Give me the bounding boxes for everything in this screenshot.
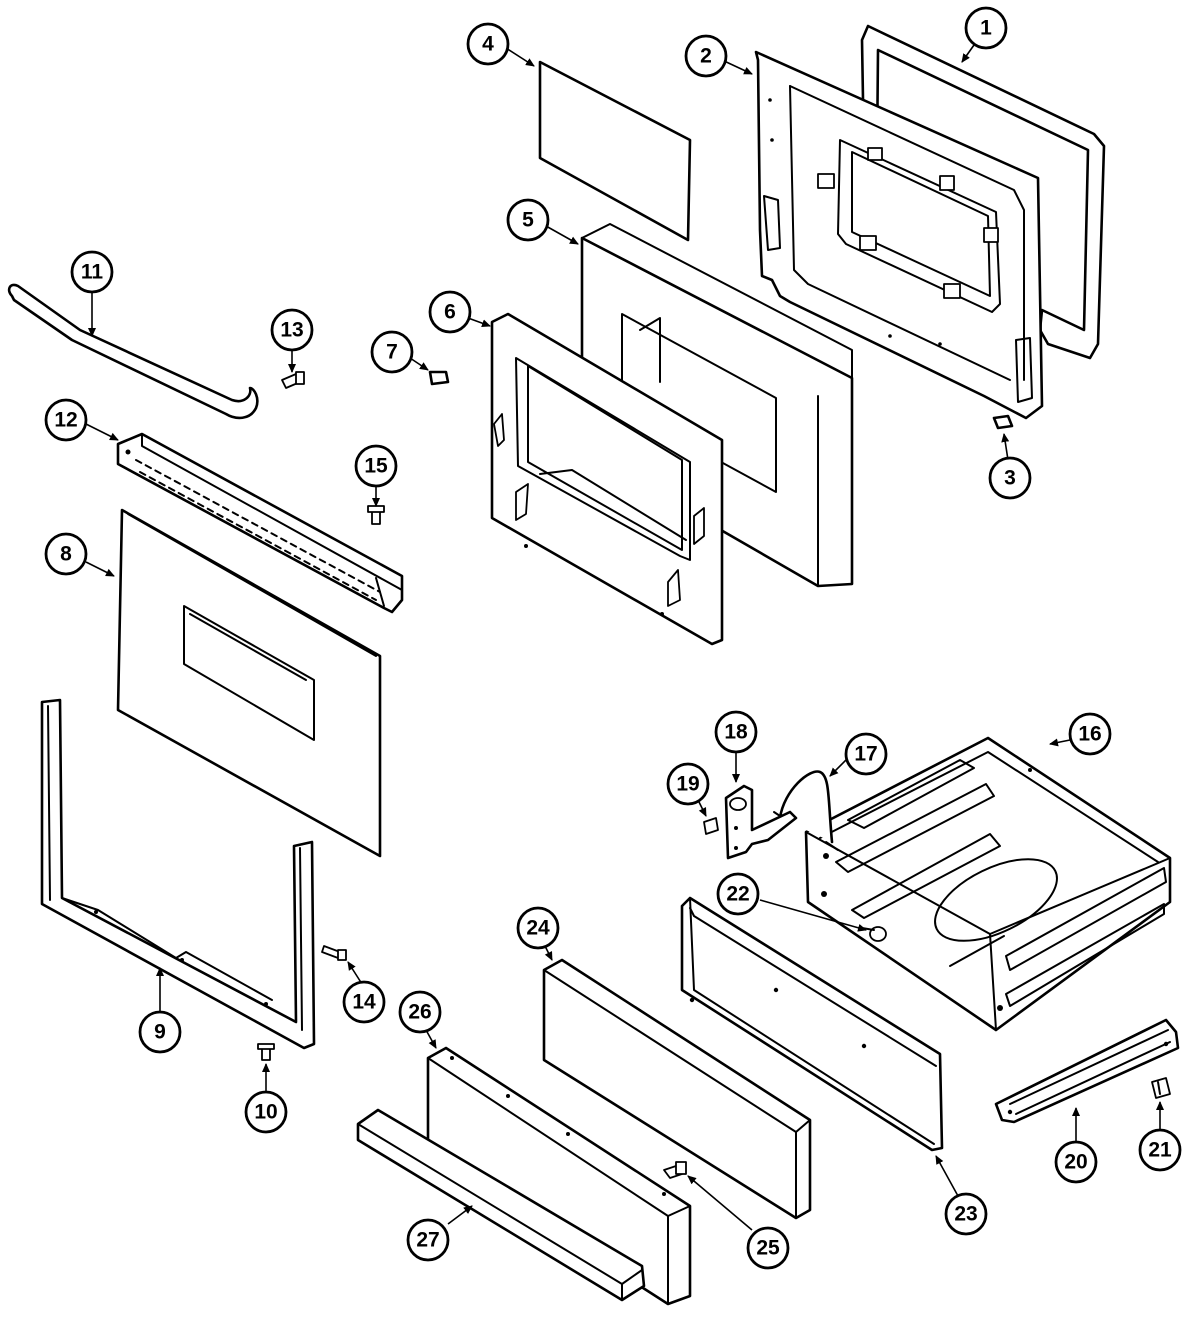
part-25-screw bbox=[663, 1161, 687, 1179]
part-12-vent-trim bbox=[116, 432, 404, 614]
part-16-storage-drawer bbox=[804, 736, 1172, 1032]
part-20-drawer-slide bbox=[994, 1018, 1180, 1124]
part-14-screw bbox=[321, 945, 347, 961]
callout-11-label: 11 bbox=[81, 261, 104, 284]
callout-16: 16 bbox=[1068, 712, 1112, 756]
part-17-wire bbox=[773, 770, 839, 851]
part-15-screw bbox=[367, 505, 385, 525]
callout-22-label: 22 bbox=[726, 883, 749, 906]
callout-12-label: 12 bbox=[54, 409, 77, 432]
callout-13-label: 13 bbox=[280, 319, 303, 342]
part-21-clip bbox=[1151, 1077, 1171, 1099]
part-3-clip bbox=[992, 414, 1014, 430]
leader-lines bbox=[85, 44, 1164, 1231]
part-22-knob bbox=[861, 926, 887, 942]
leader-6 bbox=[467, 317, 491, 328]
callout-13: 13 bbox=[270, 308, 314, 352]
part-23-drawer-panel bbox=[680, 896, 944, 1152]
callout-16-label: 16 bbox=[1078, 723, 1101, 746]
callout-24: 24 bbox=[516, 906, 560, 950]
callout-5: 5 bbox=[506, 198, 550, 242]
callout-27: 27 bbox=[406, 1218, 450, 1262]
leader-12 bbox=[85, 423, 119, 441]
callout-8: 8 bbox=[44, 532, 88, 576]
part-9-door-frame bbox=[40, 698, 316, 1050]
callout-11: 11 bbox=[70, 250, 114, 294]
callout-6: 6 bbox=[428, 290, 472, 334]
part-24-drawer-insulation bbox=[542, 958, 812, 1220]
callout-14-label: 14 bbox=[352, 991, 376, 1014]
callout-12: 12 bbox=[44, 398, 88, 442]
part-6-door-liner bbox=[490, 312, 724, 646]
leader-14 bbox=[347, 961, 363, 985]
callout-27-label: 27 bbox=[416, 1229, 439, 1252]
callout-21: 21 bbox=[1138, 1128, 1182, 1172]
callout-7: 7 bbox=[370, 330, 414, 374]
callout-8-label: 8 bbox=[60, 543, 72, 566]
part-7-clip bbox=[428, 370, 450, 386]
callout-7-label: 7 bbox=[386, 341, 398, 364]
callout-20-label: 20 bbox=[1064, 1151, 1087, 1174]
callout-4: 4 bbox=[466, 22, 510, 66]
leader-3 bbox=[1001, 433, 1010, 461]
callout-9-label: 9 bbox=[154, 1021, 166, 1044]
leader-23 bbox=[935, 1155, 959, 1197]
callout-1-label: 1 bbox=[980, 17, 992, 40]
part-4-glass-panel bbox=[538, 60, 692, 242]
callout-14: 14 bbox=[342, 980, 386, 1024]
callout-19: 19 bbox=[666, 762, 710, 806]
leader-17 bbox=[829, 759, 847, 777]
leader-22 bbox=[759, 899, 867, 932]
callout-23-label: 23 bbox=[954, 1203, 977, 1226]
callout-2: 2 bbox=[684, 34, 728, 78]
leader-16 bbox=[1049, 738, 1071, 747]
callout-6-label: 6 bbox=[444, 301, 456, 324]
callout-5-label: 5 bbox=[522, 209, 534, 232]
leader-8 bbox=[85, 561, 115, 577]
part-18-bracket bbox=[724, 784, 798, 860]
callout-3: 3 bbox=[988, 456, 1032, 500]
callout-10-label: 10 bbox=[254, 1101, 277, 1124]
callout-22: 22 bbox=[716, 872, 760, 916]
callout-2-label: 2 bbox=[700, 45, 712, 68]
callout-9: 9 bbox=[138, 1010, 182, 1054]
callout-15-label: 15 bbox=[364, 455, 388, 478]
callout-24-label: 24 bbox=[526, 917, 550, 940]
callout-15: 15 bbox=[354, 444, 398, 488]
callout-19-label: 19 bbox=[676, 773, 699, 796]
callout-20: 20 bbox=[1054, 1140, 1098, 1184]
part-11-door-handle bbox=[7, 283, 259, 420]
callout-18: 18 bbox=[714, 710, 758, 754]
leader-7 bbox=[409, 357, 429, 371]
callout-4-label: 4 bbox=[482, 33, 494, 56]
part-10-screw bbox=[257, 1043, 275, 1061]
callout-26-label: 26 bbox=[408, 1001, 431, 1024]
callout-23: 23 bbox=[944, 1192, 988, 1236]
leader-1 bbox=[961, 44, 975, 63]
part-8-outer-door-panel bbox=[116, 508, 382, 858]
callout-25: 25 bbox=[746, 1226, 790, 1270]
part-19-nut bbox=[703, 817, 719, 835]
part-2-inner-door-panel bbox=[754, 50, 1044, 420]
callout-3-label: 3 bbox=[1004, 467, 1016, 490]
callout-18-label: 18 bbox=[724, 721, 748, 744]
callout-21-label: 21 bbox=[1148, 1139, 1172, 1162]
leader-26 bbox=[425, 1029, 437, 1049]
part-13-screw bbox=[281, 371, 305, 389]
part-27-drawer-trim bbox=[356, 1108, 646, 1302]
callout-1: 1 bbox=[964, 6, 1008, 50]
callout-25-label: 25 bbox=[756, 1237, 780, 1260]
callout-17-label: 17 bbox=[854, 743, 877, 766]
callout-17: 17 bbox=[844, 732, 888, 776]
callout-26: 26 bbox=[398, 990, 442, 1034]
leader-5 bbox=[545, 225, 579, 245]
leader-27 bbox=[447, 1205, 473, 1225]
leader-4 bbox=[505, 47, 535, 67]
leader-2 bbox=[721, 59, 753, 75]
leader-25 bbox=[687, 1175, 753, 1231]
callout-10: 10 bbox=[244, 1090, 288, 1134]
